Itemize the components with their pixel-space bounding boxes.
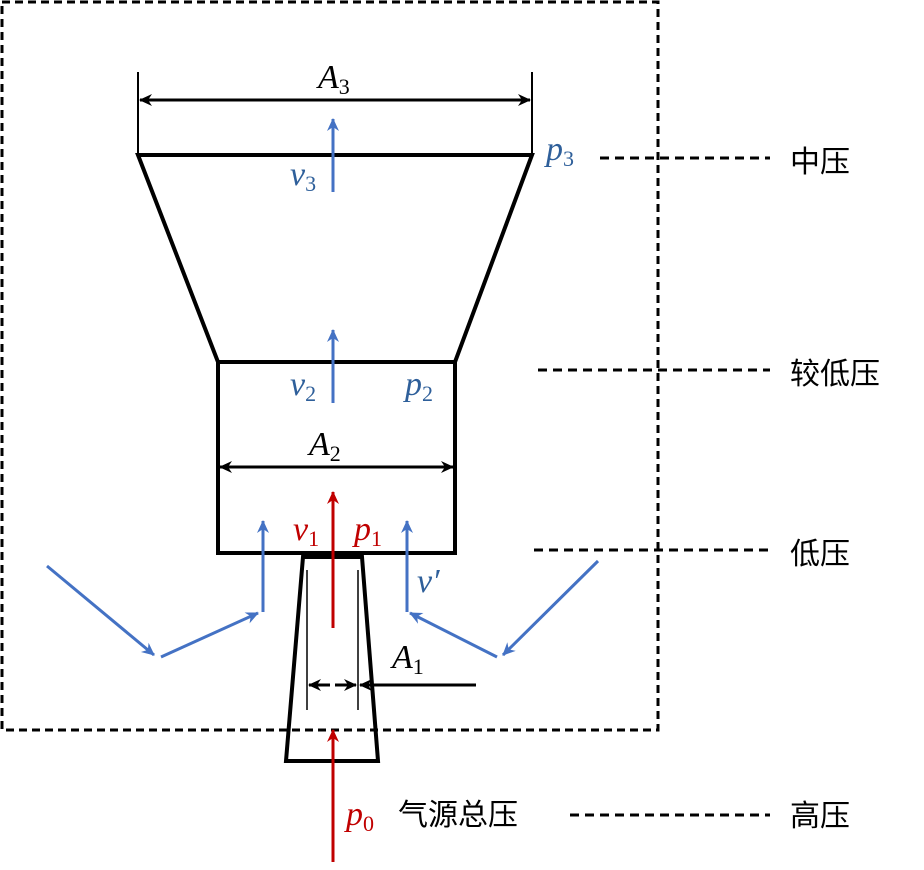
lower-pressure-label: 较低压 [790, 357, 880, 392]
entrained-flow-right-arrow-2 [409, 611, 498, 659]
v2-label: v2 [290, 366, 316, 406]
entrained-flow-left-arrow-1 [46, 564, 155, 657]
v1-label: v1 [293, 511, 319, 551]
a1-label: A1 [390, 639, 424, 679]
medium-pressure-label: 中压 [790, 145, 850, 180]
p1-label: p1 [352, 511, 382, 551]
p2-label: p2 [403, 366, 433, 406]
a2-label: A2 [307, 426, 341, 466]
p3-label: p3 [544, 131, 574, 171]
v3-label: v3 [290, 156, 316, 196]
mixing-chamber [216, 360, 457, 555]
entrained-flow-right-arrow-1 [501, 559, 600, 657]
a3-label: A3 [316, 59, 350, 99]
diffuser-outline [135, 153, 535, 364]
p0-label: p0 [344, 796, 374, 836]
nozzle-outline [283, 555, 381, 763]
high-pressure-label: 高压 [790, 799, 850, 834]
v-prime-label: v′ [417, 563, 440, 600]
entrained-flow-left-arrow-2 [160, 611, 259, 659]
low-pressure-label: 低压 [790, 537, 850, 572]
control-volume-boundary [0, 0, 660, 732]
source-total-pressure-label: 气源总压 [398, 798, 518, 833]
